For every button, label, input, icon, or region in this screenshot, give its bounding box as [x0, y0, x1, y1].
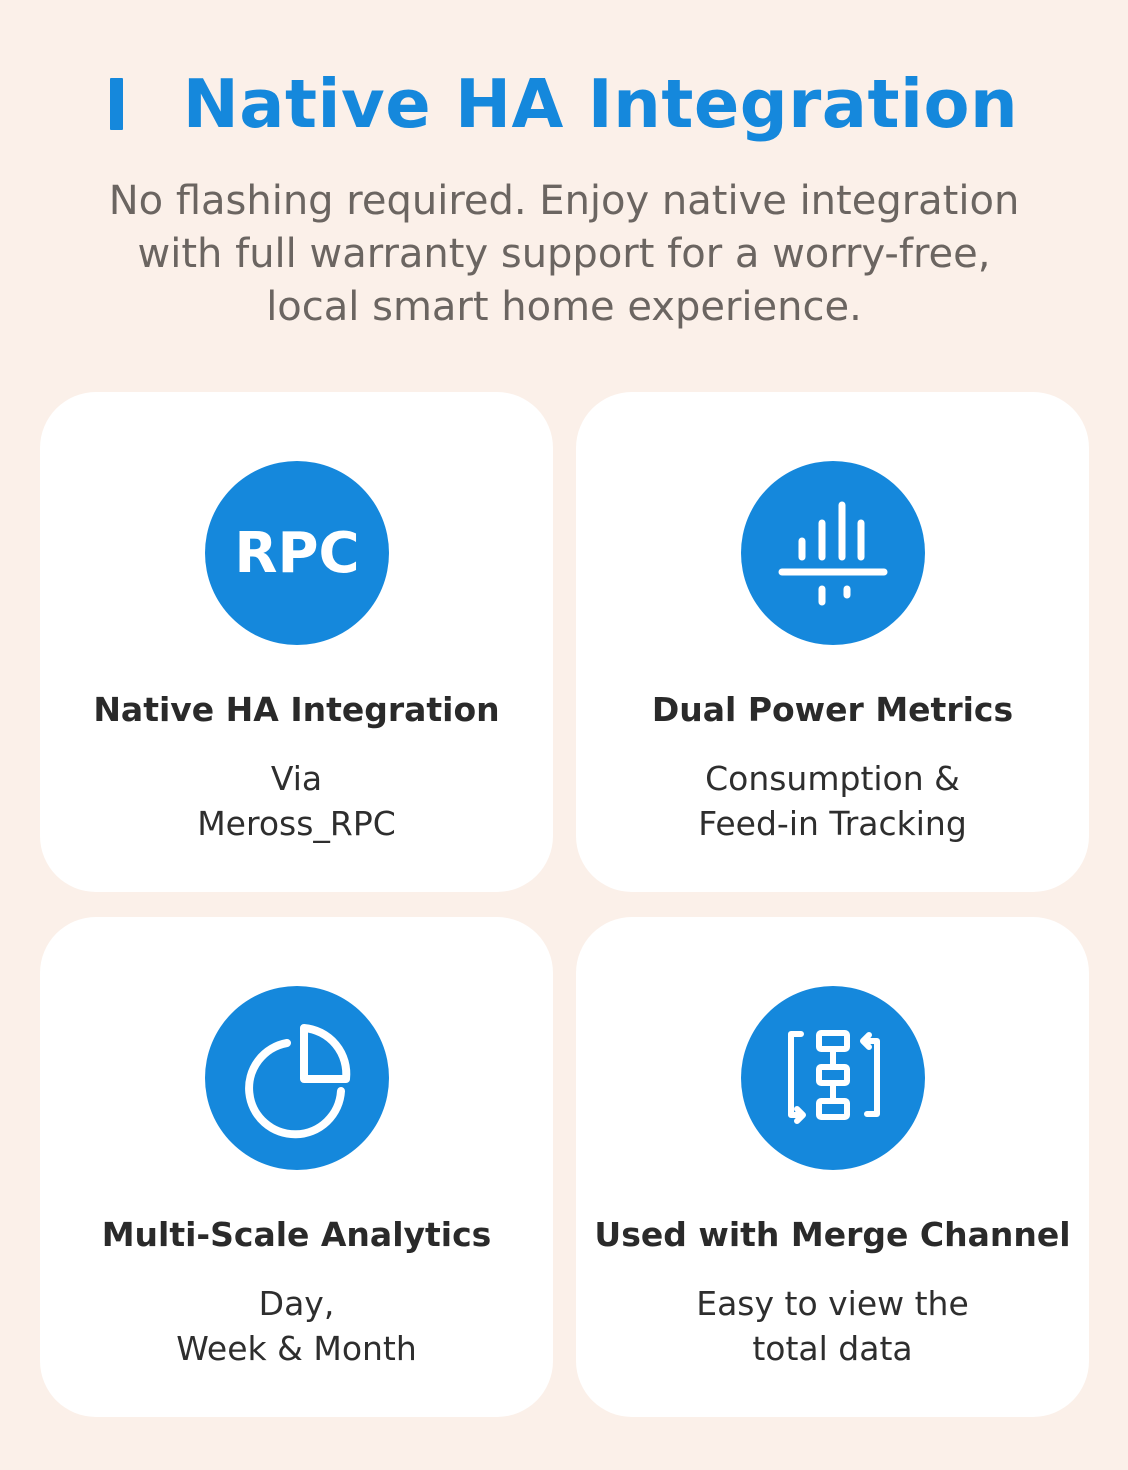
- card-description-line: total data: [752, 1329, 913, 1368]
- page-header: Native HA Integration: [0, 58, 1128, 150]
- title-accent-bar: [109, 78, 123, 130]
- subtitle-line: No flashing required. Enjoy native integ…: [108, 178, 1020, 224]
- feature-card-merge-channel: Used with Merge Channel Easy to view the…: [576, 917, 1089, 1417]
- card-description: Day, Week & Month: [40, 1281, 553, 1371]
- rpc-badge-icon: RPC: [205, 461, 389, 645]
- power-metrics-icon: [741, 461, 925, 645]
- page-title: Native HA Integration: [182, 65, 1019, 143]
- card-description: Consumption & Feed-in Tracking: [576, 756, 1089, 846]
- card-title: Dual Power Metrics: [651, 690, 1014, 729]
- rpc-badge-text: RPC: [234, 520, 360, 586]
- pie-chart-icon: [205, 986, 389, 1170]
- merge-channel-icon: [741, 986, 925, 1170]
- feature-card-analytics: Multi-Scale Analytics Day, Week & Month: [40, 917, 553, 1417]
- subtitle-line: with full warranty support for a worry-f…: [137, 231, 991, 277]
- card-description-line: Consumption &: [705, 759, 960, 798]
- subtitle-line: local smart home experience.: [266, 284, 862, 330]
- feature-card-native-ha: RPC Native HA Integration Via Meross_RPC: [40, 392, 553, 892]
- card-description-line: Via: [270, 759, 323, 798]
- card-description-line: Meross_RPC: [197, 804, 396, 843]
- card-description-line: Week & Month: [176, 1329, 417, 1368]
- merge-channel-svg: [788, 1030, 880, 1124]
- card-title: Native HA Integration: [93, 690, 500, 729]
- pie-chart-svg: [245, 1024, 351, 1139]
- card-description-line: Feed-in Tracking: [698, 804, 967, 843]
- card-description-line: Easy to view the: [696, 1284, 969, 1323]
- card-description: Easy to view the total data: [576, 1281, 1089, 1371]
- page-subtitle: No flashing required. Enjoy native integ…: [20, 175, 1108, 334]
- card-description: Via Meross_RPC: [40, 756, 553, 846]
- card-title: Multi-Scale Analytics: [101, 1215, 492, 1254]
- feature-card-dual-power: Dual Power Metrics Consumption & Feed-in…: [576, 392, 1089, 892]
- card-description-line: Day,: [258, 1284, 335, 1323]
- power-metrics-svg: [778, 501, 888, 606]
- card-title: Used with Merge Channel: [594, 1215, 1071, 1254]
